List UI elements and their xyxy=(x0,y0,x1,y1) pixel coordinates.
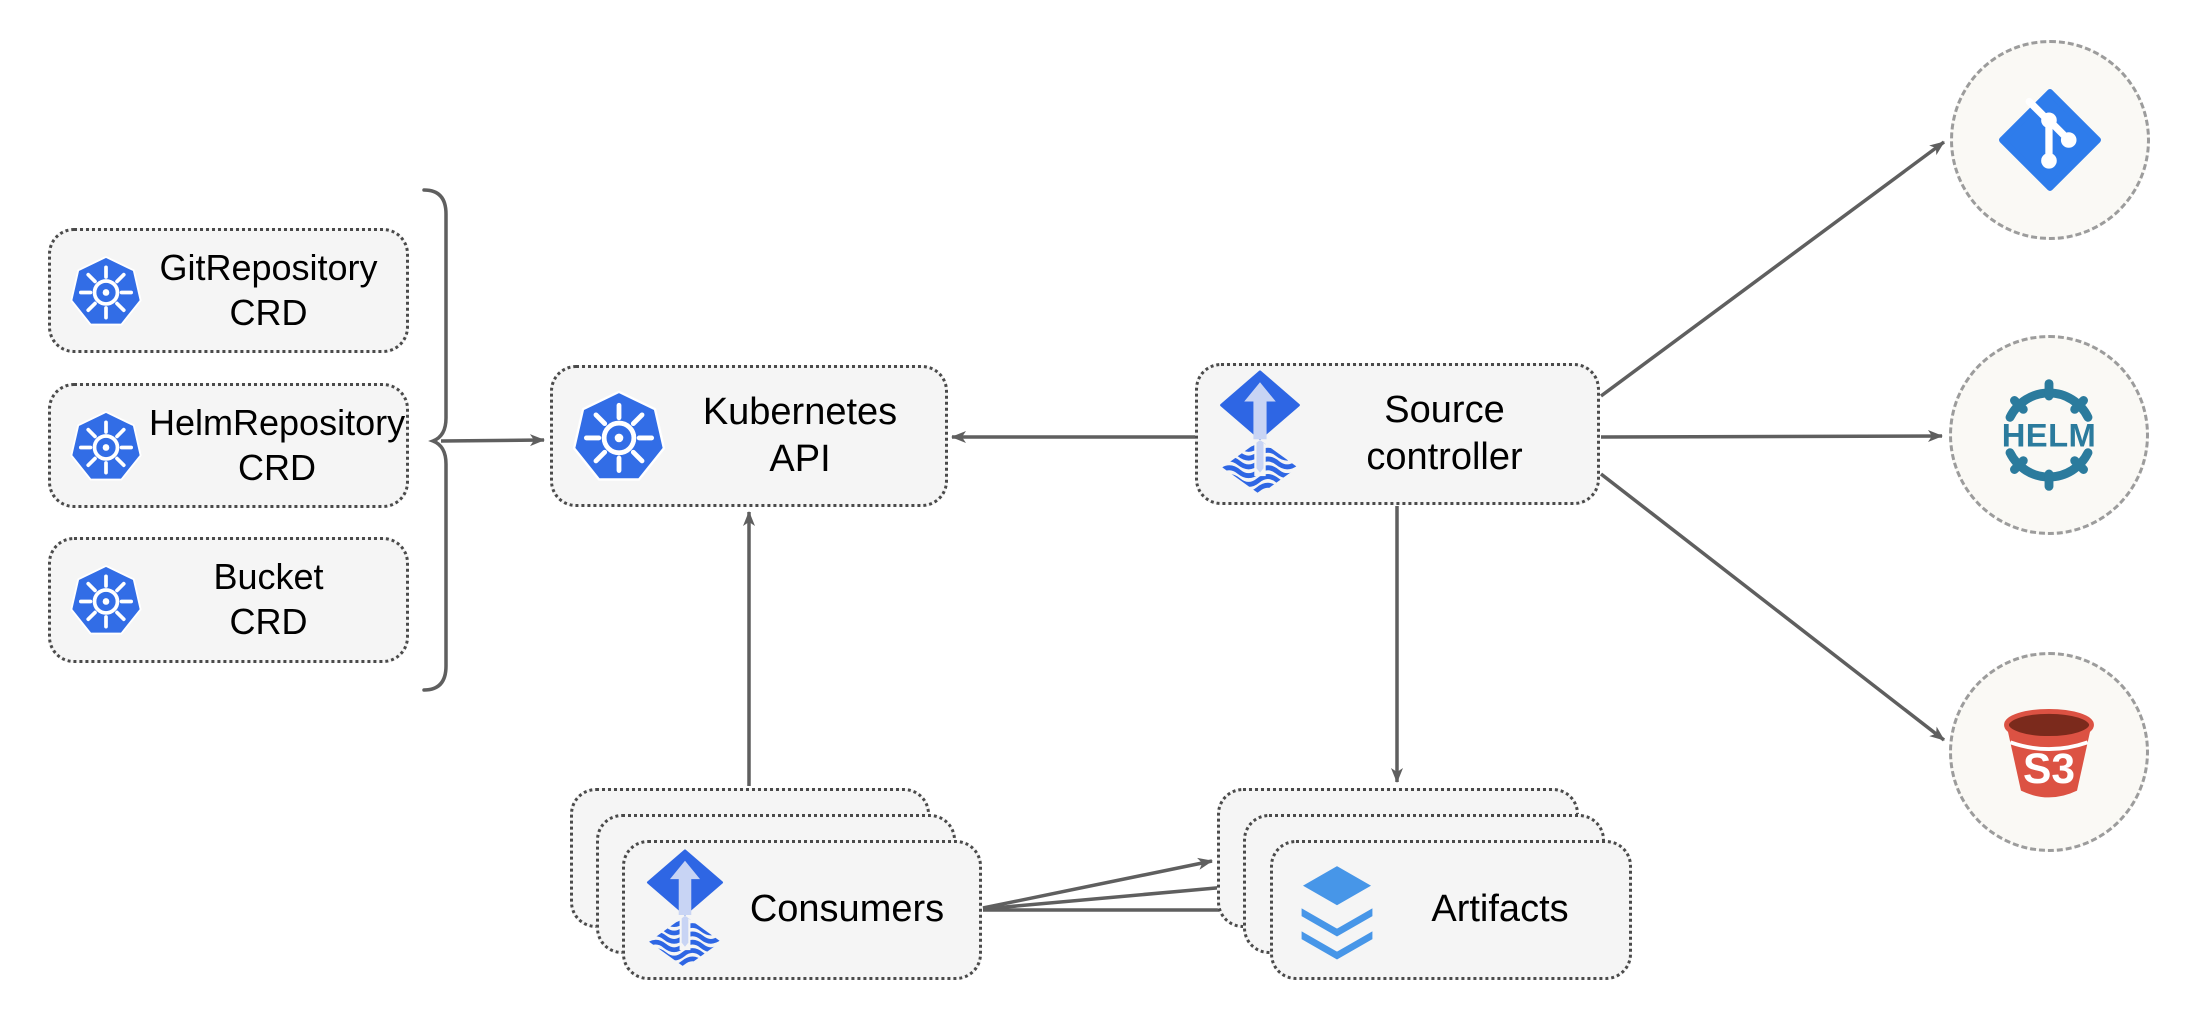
consumers-node: Consumers xyxy=(622,840,982,980)
consumers-label: Consumers xyxy=(749,888,945,931)
arrow-consumers-to-artifacts-back xyxy=(982,857,1213,910)
source-controller-line1: Source xyxy=(1384,388,1505,431)
gitrepository-crd-line1: GitRepository xyxy=(159,246,378,288)
s3-bucket-icon: S3 xyxy=(1991,694,2107,810)
helmrepository-crd-line1: HelmRepository xyxy=(149,401,406,443)
git-icon xyxy=(1998,88,2102,192)
artifacts-label: Artifacts xyxy=(1431,888,1569,931)
helmrepository-crd-label: HelmRepository CRD xyxy=(149,401,405,490)
flux-icon xyxy=(1216,370,1304,498)
s3-bucket-circle: S3 xyxy=(1949,652,2149,852)
gitrepository-crd-line2: CRD xyxy=(229,291,308,333)
arrow-crds-to-kubernetes-api xyxy=(440,434,545,447)
bucket-crd-line1: Bucket xyxy=(213,556,324,598)
arrow-source-controller-to-s3 xyxy=(1599,472,1946,742)
kubernetes-icon xyxy=(571,388,667,484)
arrow-source-controller-to-helm xyxy=(1600,430,1943,443)
helmrepository-crd-node: HelmRepository CRD xyxy=(48,383,409,508)
layers-icon xyxy=(1291,859,1383,962)
artifacts-node: Artifacts xyxy=(1270,840,1632,980)
kubernetes-api-label: Kubernetes API xyxy=(702,390,898,480)
crd-group-brace xyxy=(422,188,448,692)
kubernetes-icon xyxy=(69,563,143,637)
source-controller-label: Source controller xyxy=(1310,387,1579,481)
source-controller-node: Source controller xyxy=(1195,363,1600,505)
kubernetes-icon xyxy=(69,254,143,328)
bucket-crd-line2: CRD xyxy=(229,601,308,642)
helm-icon: HELM xyxy=(1987,373,2111,497)
source-controller-line2: controller xyxy=(1366,436,1523,478)
kubernetes-icon xyxy=(69,409,143,483)
bucket-crd-node: Bucket CRD xyxy=(48,537,409,663)
arrow-source-controller-to-git xyxy=(1599,140,1946,398)
arrow-consumers-to-artifacts-middle xyxy=(982,881,1239,911)
helm-label: HELM xyxy=(2002,417,2097,454)
s3-label: S3 xyxy=(2023,745,2075,793)
bucket-crd-label: Bucket CRD xyxy=(149,555,388,644)
gitrepository-crd-label: GitRepository CRD xyxy=(149,246,388,335)
helmrepository-crd-line2: CRD xyxy=(238,446,317,488)
kubernetes-api-node: Kubernetes API xyxy=(550,365,948,507)
git-repository-circle xyxy=(1950,40,2150,240)
gitrepository-crd-node: GitRepository CRD xyxy=(48,228,409,353)
flux-icon xyxy=(643,849,727,971)
helm-repository-circle: HELM xyxy=(1949,335,2149,535)
